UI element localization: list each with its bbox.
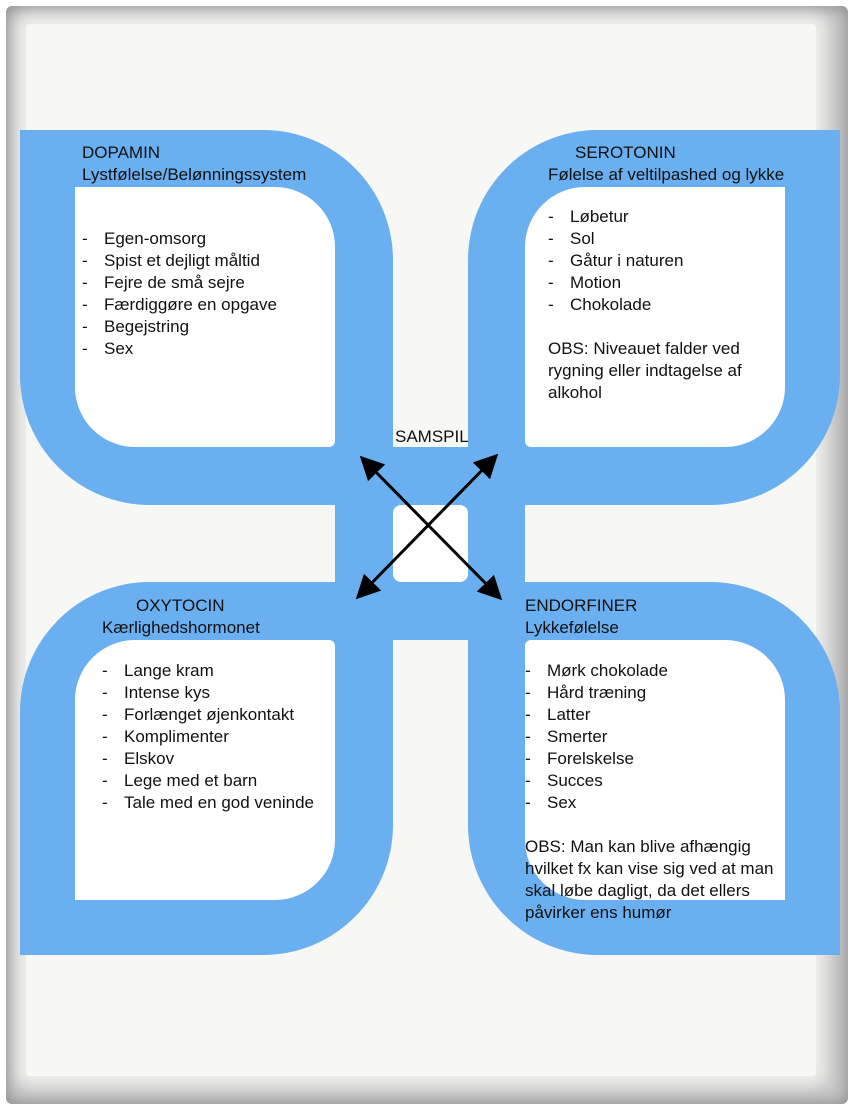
serotonin-title: SEROTONIN [575, 143, 676, 162]
dopamin-list: Egen-omsorg Spist et dejligt måltid Fejr… [82, 228, 277, 360]
list-item: Forlænget øjenkontakt [102, 704, 314, 726]
list-item: Motion [548, 272, 683, 294]
list-item: Fejre de små sejre [82, 272, 277, 294]
center-label: SAMSPIL [395, 427, 469, 446]
list-item: Gåtur i naturen [548, 250, 683, 272]
dopamin-title: DOPAMIN [82, 143, 161, 162]
dopamin-subtitle: Lystfølelse/Belønningssystem [82, 165, 307, 184]
serotonin-list: Løbetur Sol Gåtur i naturen Motion Choko… [548, 206, 683, 316]
list-item: Komplimenter [102, 726, 314, 748]
list-item: Forelskelse [525, 748, 668, 770]
endorfiner-subtitle: Lykkefølelse [525, 618, 619, 637]
list-item: Færdiggøre en opgave [82, 294, 277, 316]
list-item: Mørk chokolade [525, 660, 668, 682]
double-arrow-tr-bl [355, 453, 499, 600]
oxytocin-subtitle: Kærlighedshormonet [102, 618, 260, 637]
list-item: Begejstring [82, 316, 277, 338]
list-item: Chokolade [548, 294, 683, 316]
list-item: Smerter [525, 726, 668, 748]
endorfiner-note: OBS: Man kan blive afhængig hvilket fx k… [525, 837, 774, 922]
double-arrow-tl-br [359, 455, 503, 601]
list-item: Løbetur [548, 206, 683, 228]
dopamin-header: DOPAMIN Lystfølelse/Belønningssystem [82, 142, 306, 186]
list-item: Lege med et barn [102, 770, 314, 792]
list-item: Latter [525, 704, 668, 726]
endorfiner-header: ENDORFINER Lykkefølelse [525, 595, 637, 639]
list-item: Sex [82, 338, 277, 360]
list-item: Sex [525, 792, 668, 814]
oxytocin-list: Lange kram Intense kys Forlænget øjenkon… [102, 660, 314, 814]
list-item: Spist et dejligt måltid [82, 250, 277, 272]
list-item: Sol [548, 228, 683, 250]
list-item: Tale med en god veninde [102, 792, 314, 814]
endorfiner-title: ENDORFINER [525, 596, 638, 615]
serotonin-note: OBS: Niveauet falder ved rygning eller i… [548, 339, 742, 402]
list-item: Succes [525, 770, 668, 792]
list-item: Intense kys [102, 682, 314, 704]
list-item: Hård træning [525, 682, 668, 704]
list-item: Egen-omsorg [82, 228, 277, 250]
serotonin-subtitle: Følelse af veltilpashed og lykke [548, 165, 785, 184]
list-item: Elskov [102, 748, 314, 770]
list-item: Lange kram [102, 660, 314, 682]
endorfiner-list: Mørk chokolade Hård træning Latter Smert… [525, 660, 668, 814]
oxytocin-title: OXYTOCIN [136, 596, 225, 615]
